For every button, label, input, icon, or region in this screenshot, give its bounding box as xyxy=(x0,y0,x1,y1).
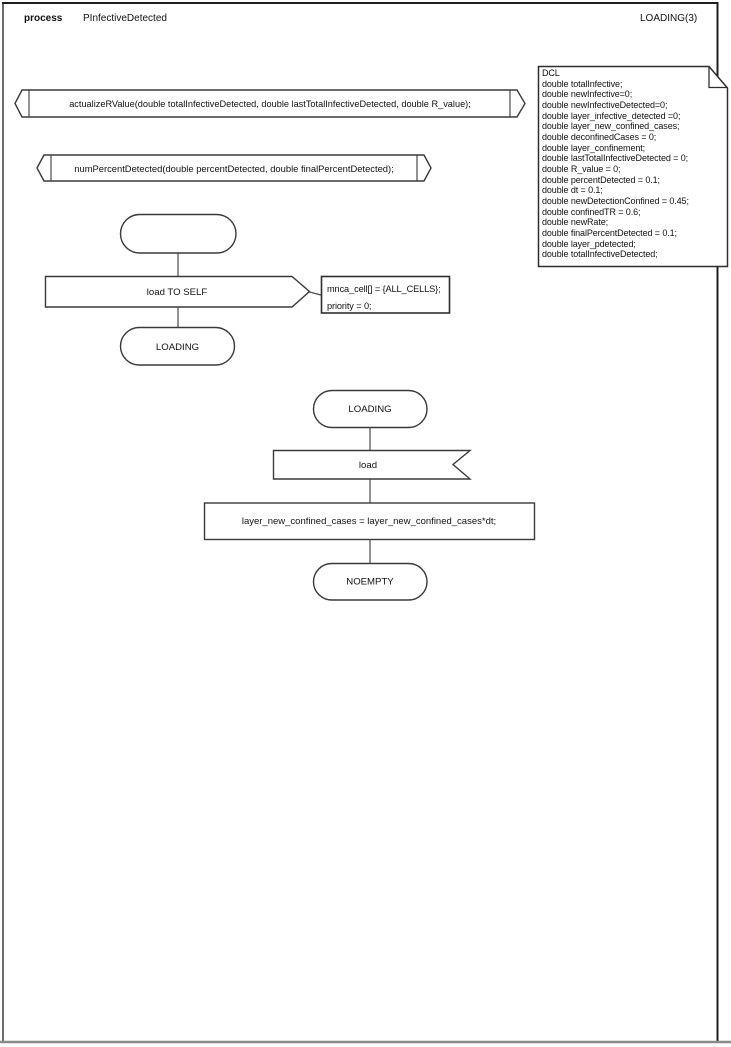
comment-link xyxy=(309,291,322,296)
procedure-signature-1-label: actualizeRValue(double totalInfectiveDet… xyxy=(69,99,471,109)
dcl-note-outline[interactable] xyxy=(537,65,729,268)
task-symbol[interactable]: layer_new_confined_cases = layer_new_con… xyxy=(203,502,536,541)
output-label: load TO SELF xyxy=(147,287,208,298)
state-outline[interactable] xyxy=(119,326,236,366)
procedure-signature-symbol-1[interactable]: actualizeRValue(double totalInfectiveDet… xyxy=(14,89,526,118)
dcl-declarations-text: DCL double totalInfective; double newInf… xyxy=(542,68,689,260)
procedure-signature-2-label: numPercentDetected(double percentDetecte… xyxy=(74,163,393,174)
dcl-note-symbol[interactable] xyxy=(537,65,729,268)
procedure-symbol-outline[interactable] xyxy=(14,89,526,118)
header-page-label: LOADING(3) xyxy=(640,13,698,24)
state-symbol-loading-1[interactable]: LOADING xyxy=(119,326,236,366)
input-symbol-load[interactable]: load xyxy=(272,449,472,480)
state-symbol-noempty[interactable]: NOEMPTY xyxy=(312,562,428,601)
dcl-note-fold-icon xyxy=(708,66,728,89)
procedure-symbol-outline[interactable] xyxy=(36,154,432,182)
header-kind-label: process xyxy=(24,13,63,24)
state-label: LOADING xyxy=(156,342,199,353)
header-process-name: PInfectiveDetected xyxy=(83,13,167,24)
procedure-signature-symbol-2[interactable]: numPercentDetected(double percentDetecte… xyxy=(36,154,432,182)
output-symbol-load-to-self[interactable]: load TO SELF xyxy=(44,275,311,308)
start-state-symbol[interactable] xyxy=(119,213,237,254)
comment-text: mnca_cell[] = {ALL_CELLS}; priority = 0; xyxy=(327,284,441,311)
state-symbol-loading-2[interactable]: LOADING xyxy=(312,389,428,429)
input-label: load xyxy=(359,460,377,471)
state-label: NOEMPTY xyxy=(346,577,394,588)
state-label: LOADING xyxy=(348,404,391,415)
input-symbol-outline[interactable] xyxy=(272,449,472,480)
output-symbol-outline[interactable] xyxy=(44,275,311,308)
comment-box[interactable] xyxy=(320,275,451,314)
task-label: layer_new_confined_cases = layer_new_con… xyxy=(242,516,496,527)
state-outline[interactable] xyxy=(312,562,428,601)
